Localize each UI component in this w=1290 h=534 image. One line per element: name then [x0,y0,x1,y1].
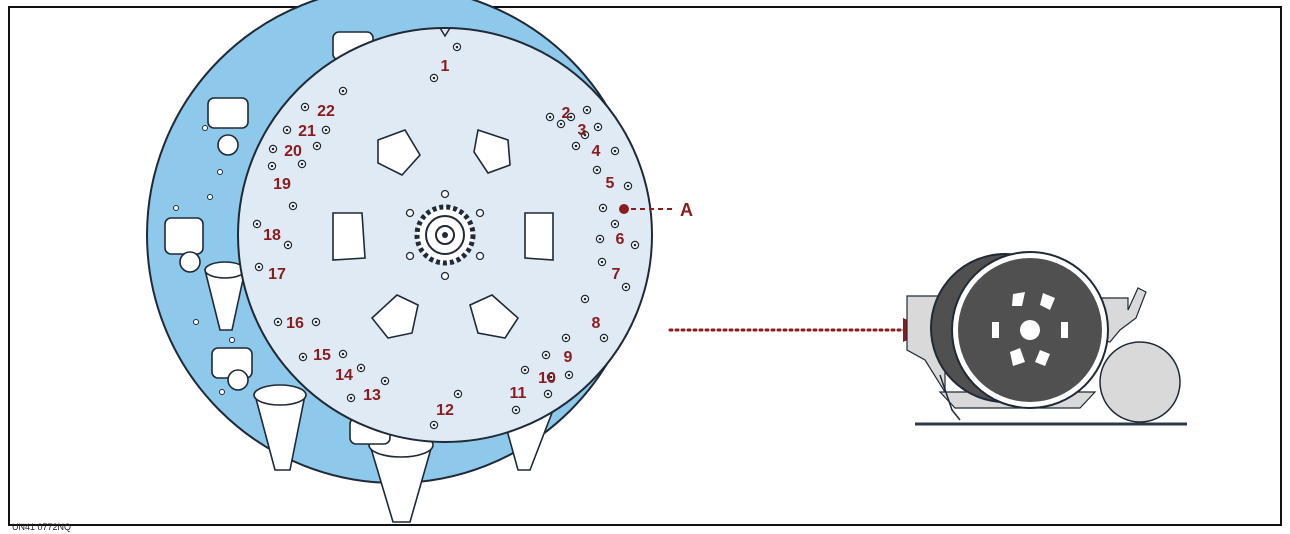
hole-number-label: 7 [612,266,621,283]
seed-hole-marker-icon [592,165,602,175]
callout-a: A [619,200,693,220]
hole-number-label: 20 [284,143,302,160]
callout-a-dot [619,204,629,214]
hole-number-label: 11 [510,385,527,402]
seed-hole-markers [252,42,640,430]
seed-hole-marker-icon [380,376,390,386]
seed-hole-marker-icon [453,389,463,399]
seed-hole-marker-icon [598,203,608,213]
seed-hole-marker-icon [511,405,521,415]
seed-hole-marker-icon [452,42,462,52]
seed-hole-marker-icon [312,141,322,151]
hole-number-label: 17 [268,266,286,283]
hole-number-label: 21 [298,123,316,140]
seed-hole-marker-icon [252,219,262,229]
seed-hole-marker-icon [346,393,356,403]
seed-hole-marker-icon [429,420,439,430]
seed-hole-marker-icon [543,389,553,399]
seed-hole-marker-icon [582,105,592,115]
rear-plate-holes [173,125,235,395]
seed-hole-marker-icon [621,282,631,292]
seed-hole-marker-icon [546,372,556,382]
seed-hole-marker-icon [300,102,310,112]
seed-hole-marker-icon [561,333,571,343]
hole-number-label: 13 [363,387,381,404]
hole-number-label: 5 [606,175,615,192]
hole-number-label: 1 [441,58,450,75]
seed-hole-marker-icon [580,130,590,140]
hole-number-label: 19 [273,176,291,193]
seed-hole-marker-icon [593,122,603,132]
seed-hole-marker-icon [580,294,590,304]
seed-hole-marker-icon [623,181,633,191]
figure-frame [8,6,1282,526]
figure-reference-code: UN41 0772NQ [12,522,72,532]
seed-hole-marker-icon [599,333,609,343]
seed-hole-marker-icon [268,144,278,154]
callout-a-label: A [680,200,693,220]
seed-hole-marker-icon [288,201,298,211]
seed-hole-marker-icon [298,352,308,362]
seed-hole-marker-icon [338,86,348,96]
seed-hole-marker-icon [564,370,574,380]
hub-bolts [405,189,485,281]
planter-unit-illustration [906,251,1187,426]
seed-hole-marker-icon [520,365,530,375]
hole-number-label: 15 [313,347,331,364]
hole-number-label: 6 [616,231,625,248]
seed-hole-marker-icon [297,159,307,169]
drive-gear-icon [414,204,476,266]
seed-hole-marker-icon [556,119,566,129]
seed-hole-marker-icon [356,363,366,373]
seed-hole-marker-icon [338,349,348,359]
seed-hole-marker-icon [311,317,321,327]
seed-hole-marker-icon [610,219,620,229]
seed-hole-marker-icon [566,112,576,122]
hole-number-label: 8 [592,315,601,332]
hole-number-label: 9 [564,349,573,366]
hole-number-label: 14 [335,367,353,384]
hole-number-label: 2 [562,105,571,122]
seed-hole-marker-icon [595,234,605,244]
seed-hole-marker-icon [283,240,293,250]
seed-hole-marker-icon [282,125,292,135]
seed-hole-marker-icon [254,262,264,272]
seed-hole-marker-icon [267,161,277,171]
seed-hole-marker-icon [429,73,439,83]
seed-hole-marker-icon [545,112,555,122]
seed-hole-marker-icon [273,317,283,327]
seed-hole-marker-icon [571,141,581,151]
plate-windows [332,128,554,339]
hole-number-label: 22 [317,103,335,120]
hole-number-label: 18 [263,227,281,244]
hole-number-label: 10 [538,370,556,387]
hole-number-label: 16 [286,315,304,332]
hole-number-label: 12 [436,402,454,419]
seed-hole-marker-icon [610,146,620,156]
seed-hole-marker-icon [541,350,551,360]
seed-hole-marker-icon [321,125,331,135]
seed-hole-marker-icon [630,240,640,250]
hole-number-label: 4 [592,143,601,160]
seed-hole-marker-icon [597,257,607,267]
hole-number-label: 3 [578,122,587,139]
